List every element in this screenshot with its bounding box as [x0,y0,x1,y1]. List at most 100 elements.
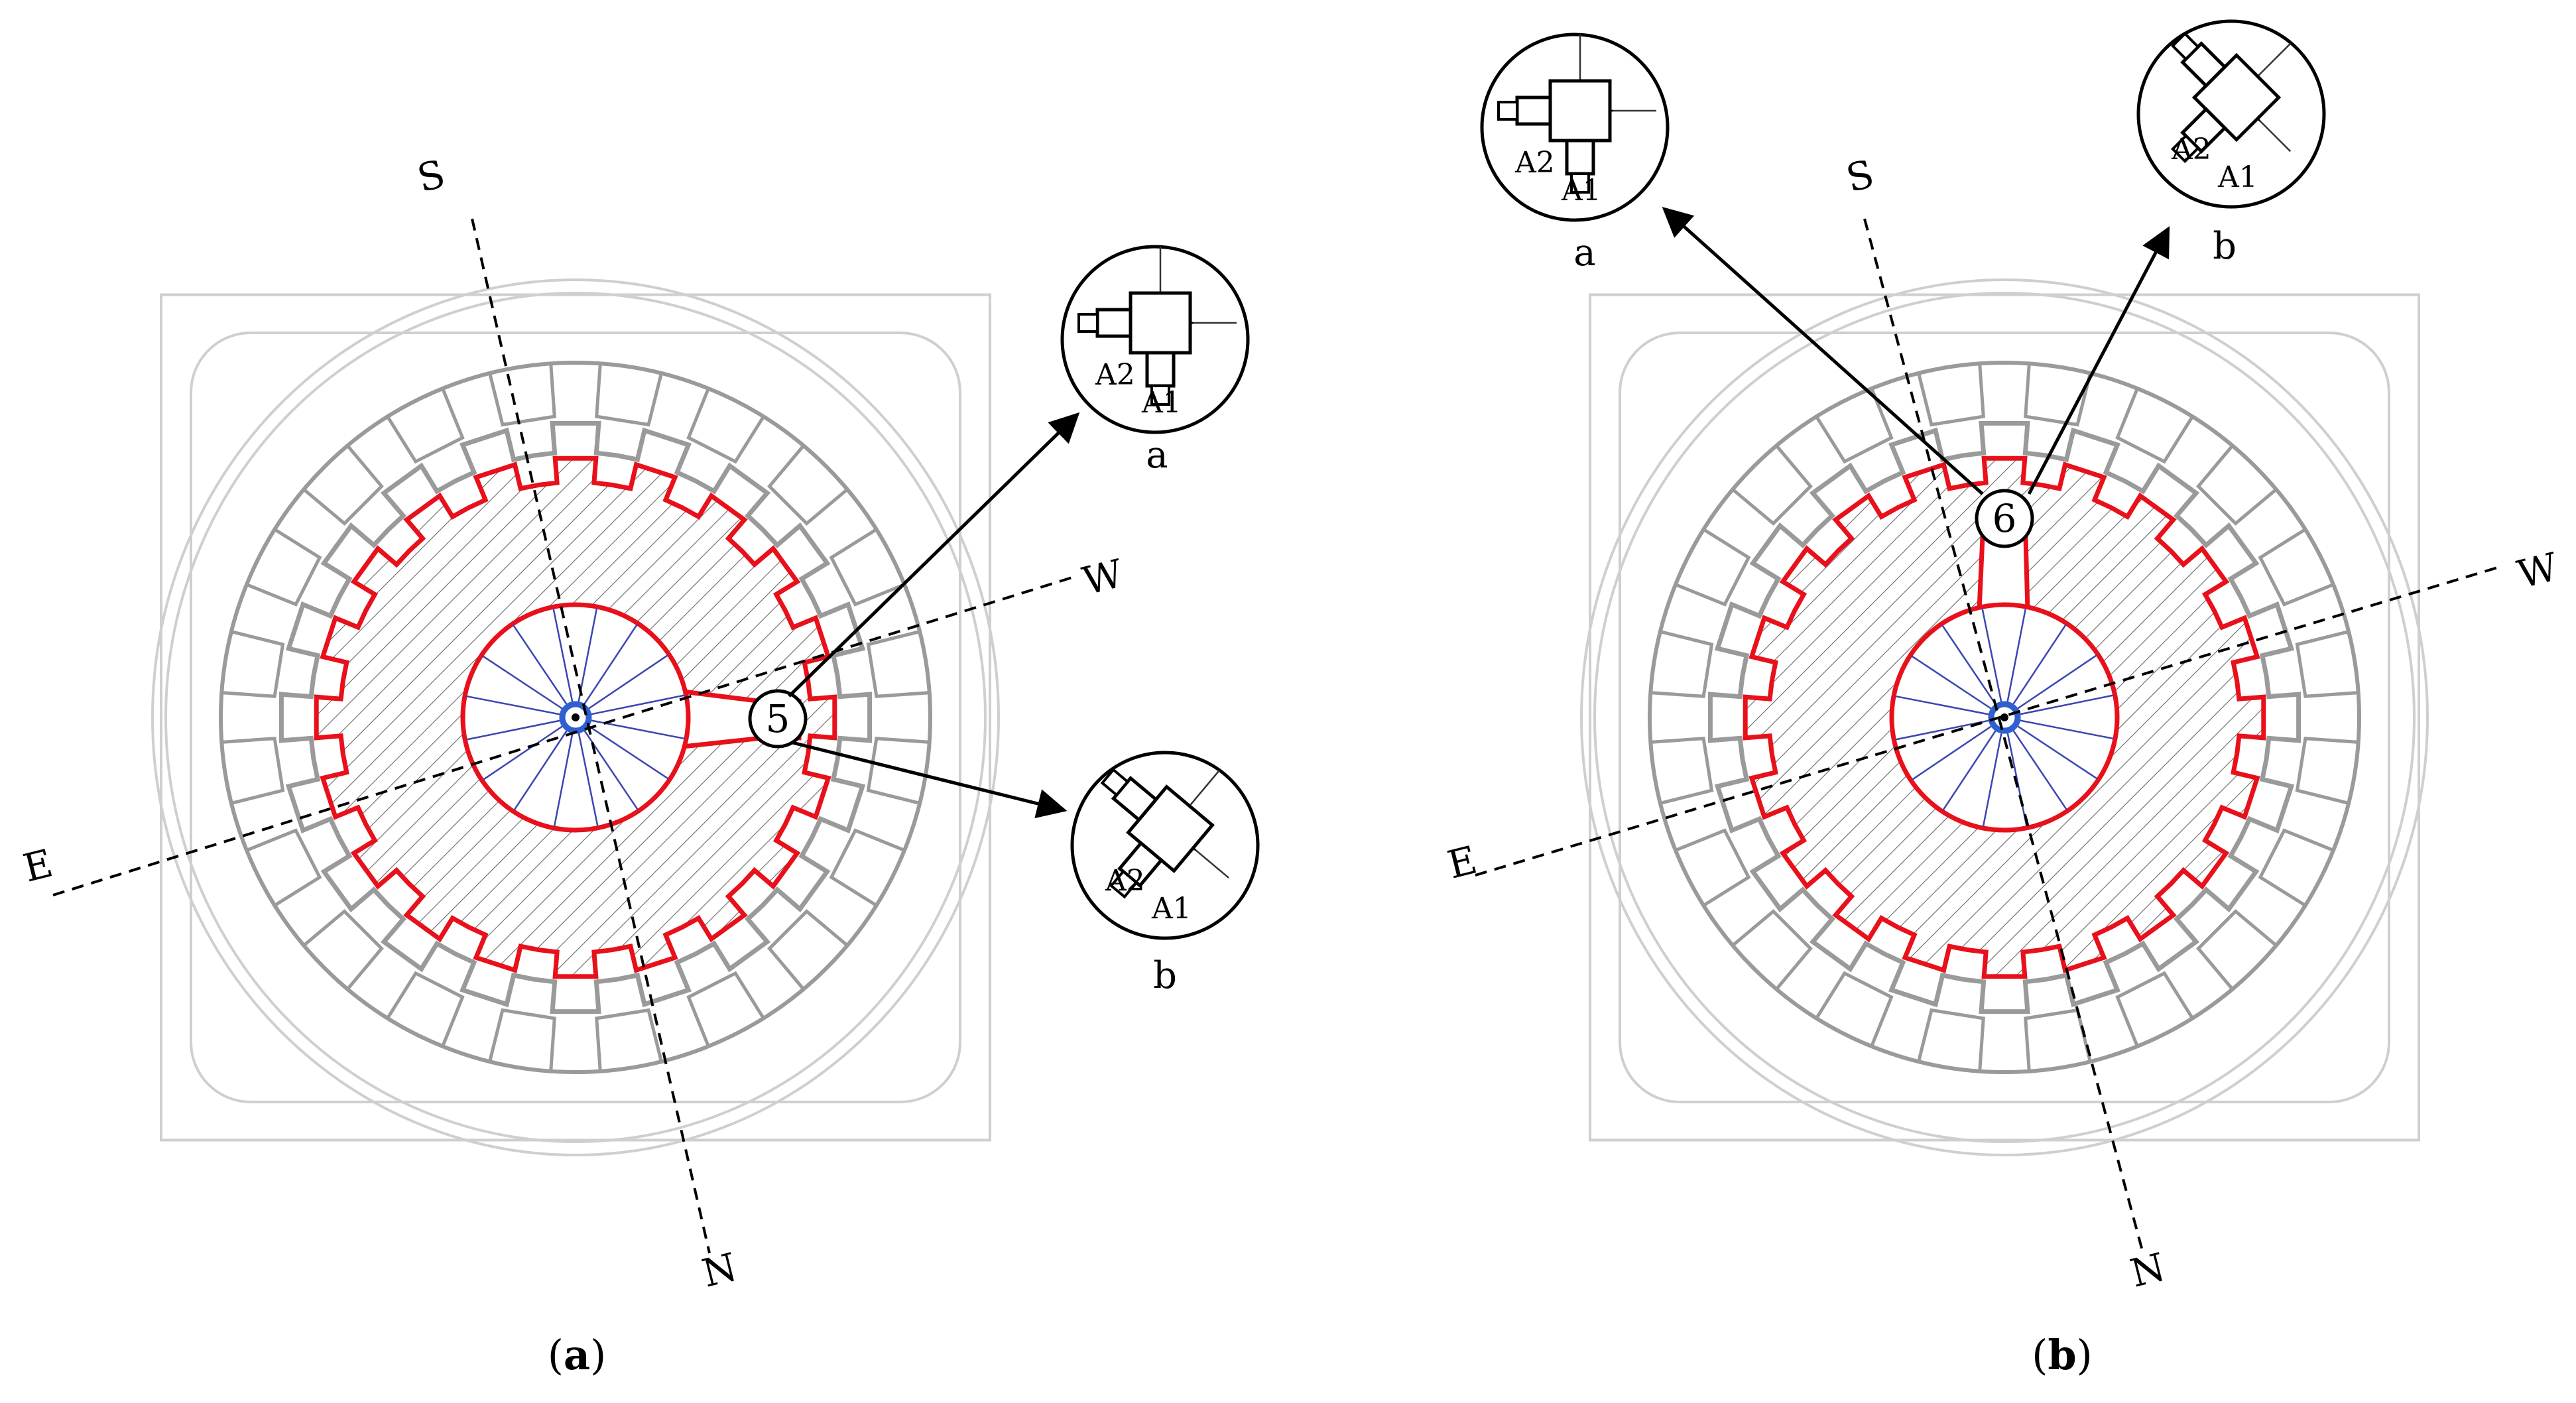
sensor-body [1548,79,1612,143]
spoke [1942,717,2006,811]
sensor-block-icon [1100,768,1229,899]
caption-close: ) [2077,1331,2093,1379]
caption-open: ( [548,1331,564,1379]
sensor-a2-label: A2 [2171,133,2211,166]
sensor-a2 [1095,308,1133,338]
measurement-point-label: 5 [766,696,790,741]
spoke [575,654,668,719]
wall-segment [767,444,849,526]
outer-ring [1580,278,2429,1156]
building-outline [160,293,991,1142]
wall-segment [829,528,905,607]
sensor-a2-label: A2 [1514,146,1555,180]
wall-segment [2196,909,2278,991]
spoke [2003,607,2027,718]
leader-arrow [788,412,1080,698]
sensor-a2-tip [1100,768,1130,797]
measurement-point-label: 6 [1993,496,2017,541]
wall-segment [595,1008,663,1071]
wall-segment [386,388,465,464]
leader-arrow [1662,206,1984,495]
building-outline [1589,293,2420,1142]
measurement-point [1975,489,2034,548]
wall-segment [2258,828,2334,907]
sensor-a1-tip [1150,385,1170,406]
caption-close: ) [590,1331,606,1379]
wall-segment [1917,363,1985,427]
sensor-block-icon [2171,32,2292,163]
spoke [574,624,638,718]
panel-caption: (a) [548,1331,607,1379]
spoke [2004,716,2098,780]
detail-letter: b [2213,225,2237,268]
wall-segment [1815,971,1894,1047]
wall-segment [302,909,384,991]
spoke [482,655,576,719]
wall-segment [246,828,322,907]
connector-wedge [1977,534,2030,613]
north-south-axis [471,218,711,1254]
detail-letter: b [1153,954,1177,997]
sensor-a2 [1515,95,1552,126]
sensor-a1-label: A1 [1151,892,1192,926]
sensor-a2-tip [1497,101,1518,121]
wall-segment [1731,909,1813,991]
wall-segment [2295,630,2359,698]
wall-segment [866,737,930,805]
inner-outline [1619,332,2390,1103]
sensor-a1 [1145,351,1176,388]
sensor-block-icon [1497,34,1656,194]
wall-segment [2115,388,2194,464]
sensor-a1-tip [1109,869,1138,899]
spoke [466,716,576,741]
sensor-a2-label: A2 [1105,864,1145,898]
wall-segment [221,737,285,805]
measurement-point [748,689,808,749]
spoke [2004,654,2097,719]
sensor-a2-tip [1077,313,1099,333]
spoke [552,608,577,718]
wall-segment [488,1008,556,1071]
spoke [574,607,598,718]
spoke [575,694,685,719]
spoke [483,716,576,780]
wall-segment [2196,444,2278,526]
wall-segment [1675,528,1751,607]
wall-segment [386,971,465,1047]
sensor-a1-tip [2171,134,2200,163]
wall-segment [2295,737,2359,805]
wall-segment [246,528,322,607]
caption-letter: b [2048,1331,2076,1379]
wall-segment [767,909,849,991]
wall-segment [2258,528,2334,607]
wall-segment [829,828,905,907]
leader-arrow [2027,226,2170,495]
wall-segment [1815,388,1894,464]
wall-segment [2024,363,2092,427]
spoke [1982,717,2006,827]
wall-segment [686,388,765,464]
spoke [2004,716,2115,740]
sensor-a1-label: A1 [1141,386,1182,420]
wall-segment [221,630,285,698]
spoke [574,717,639,810]
spoke [2004,694,2114,719]
wall-segment [1917,1008,1985,1071]
spoke [1981,608,2006,718]
hub-center [572,713,580,721]
wall-segment [686,971,765,1047]
wall-segment [595,363,663,427]
sensor-a1 [1565,139,1595,176]
spoke [513,625,577,718]
detail-letter: a [1573,231,1595,274]
spoke [513,717,577,811]
hub-center [2000,713,2008,721]
wall-segment [2115,971,2194,1047]
spoke [2003,717,2067,810]
sensor-a1-tip [1570,172,1590,194]
sensor-body [1129,291,1192,355]
wall-segment [1731,444,1813,526]
spoke [575,716,686,740]
